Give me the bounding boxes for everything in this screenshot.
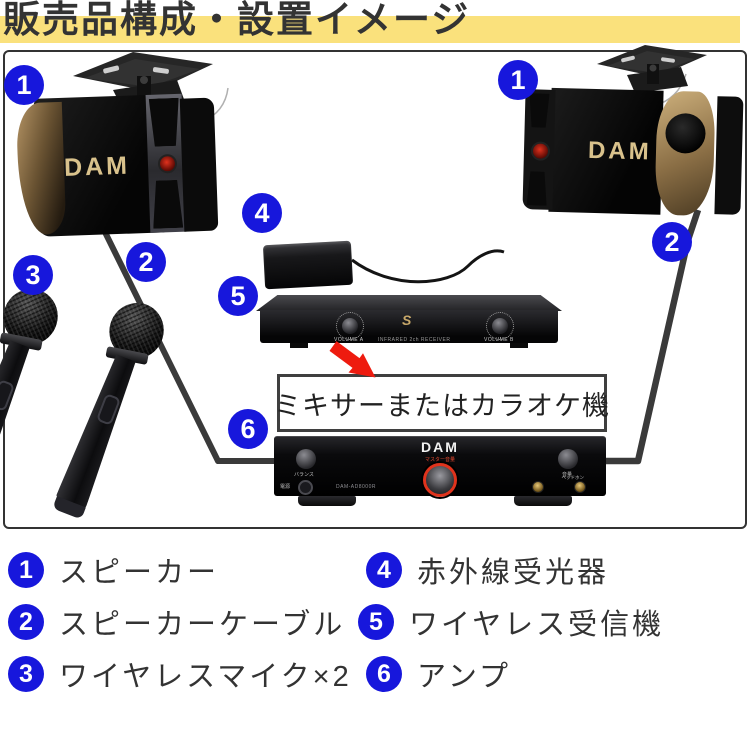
amp-headphone-jack-2 xyxy=(574,481,586,493)
receiver-foot xyxy=(510,343,528,348)
speaker-emblem xyxy=(530,141,551,161)
speaker-mesh xyxy=(527,171,548,206)
speaker-woofer xyxy=(664,112,707,154)
speaker-emblem xyxy=(157,153,178,174)
legend-badge-6: 6 xyxy=(366,656,402,692)
speaker-bronze-edge xyxy=(15,101,67,236)
mixer-karaoke-label: ミキサーまたはカラオケ機 xyxy=(274,390,610,421)
amp-headphone-label: ヘッドホン xyxy=(561,475,585,480)
receiver-brand-logo: S xyxy=(402,312,412,328)
wireless-receiver-unit: VOLUME A VOLUME B S INFRARED 2ch RECEIVE… xyxy=(256,295,562,351)
badge-amplifier: 6 xyxy=(228,409,268,449)
badge-cable-left: 2 xyxy=(126,242,166,282)
badge-speaker-right: 1 xyxy=(498,60,538,100)
speaker-side-panel xyxy=(714,96,744,215)
badge-microphones: 3 xyxy=(13,255,53,295)
legend-label-speaker-cable: スピーカーケーブル xyxy=(59,609,346,641)
legend-label-ir-receiver: 赤外線受光器 xyxy=(417,557,610,589)
amp-foot xyxy=(514,496,572,506)
amp-power-button xyxy=(298,480,313,495)
amp-balance-knob xyxy=(296,449,316,469)
title-highlight-band xyxy=(0,16,740,43)
amp-master-volume-knob xyxy=(423,463,457,497)
amp-model-text: DAM-AD8000R xyxy=(336,484,376,490)
speaker-left: DAM xyxy=(15,93,219,238)
amp-volume-label: 音量 xyxy=(561,472,572,478)
amp-brand-logo: DAM xyxy=(421,439,459,455)
volume-a-knob xyxy=(336,312,364,340)
legend-badge-1: 1 xyxy=(8,552,44,588)
speaker-side-panel xyxy=(179,97,219,232)
badge-cable-right: 2 xyxy=(652,222,692,262)
volume-a-label: VOLUME A xyxy=(334,337,364,343)
amp-foot xyxy=(298,496,356,506)
amp-master-volume-label: マスター音量 xyxy=(424,457,456,463)
legend-item-amplifier: 6 アンプ xyxy=(366,656,511,693)
amp-volume-knob xyxy=(558,449,578,469)
amplifier: DAM マスター音量 バランス 電源 DAM-AD8000R 音量 ヘッドホン xyxy=(274,436,606,506)
legend-item-wireless-mic: 3 ワイヤレスマイク×2 xyxy=(8,656,352,693)
legend-label-amplifier: アンプ xyxy=(417,661,511,693)
badge-ir-receiver: 4 xyxy=(242,193,282,233)
mixer-karaoke-box: ミキサーまたはカラオケ機 xyxy=(274,374,610,432)
speaker-mesh xyxy=(152,180,184,229)
speaker-brand-logo: DAM xyxy=(587,136,653,166)
legend-badge-5: 5 xyxy=(358,604,394,640)
speaker-brand-logo: DAM xyxy=(63,151,131,182)
legend-item-speaker: 1 スピーカー xyxy=(8,552,220,589)
volume-b-label: VOLUME B xyxy=(484,337,514,343)
legend-label-wireless-receiver: ワイヤレス受信機 xyxy=(409,609,665,641)
amp-headphone-jack-1 xyxy=(532,481,544,493)
infrared-receiver xyxy=(262,240,354,290)
page-title: 販売品構成・設置イメージ xyxy=(3,0,471,40)
badge-wireless-receiver: 5 xyxy=(218,276,258,316)
receiver-top-face xyxy=(256,295,562,311)
legend-badge-4: 4 xyxy=(366,552,402,588)
speaker-edge-panel xyxy=(522,89,556,210)
badge-speaker-left: 1 xyxy=(4,65,44,105)
receiver-model-text: INFRARED 2ch RECEIVER xyxy=(378,337,451,343)
legend-label-wireless-mic: ワイヤレスマイク×2 xyxy=(59,661,352,693)
legend-badge-3: 3 xyxy=(8,656,44,692)
amp-power-label: 電源 xyxy=(280,484,291,490)
legend-item-speaker-cable: 2 スピーカーケーブル xyxy=(8,604,346,641)
legend-item-ir-receiver: 4 赤外線受光器 xyxy=(366,552,610,589)
amp-balance-label: バランス xyxy=(294,472,314,478)
legend-item-wireless-receiver: 5 ワイヤレス受信機 xyxy=(358,604,665,641)
speaker-mesh xyxy=(149,98,181,147)
speaker-right: DAM xyxy=(522,87,744,217)
receiver-foot xyxy=(290,343,308,348)
speaker-mesh xyxy=(529,93,550,128)
speaker-gold-panel xyxy=(654,90,716,217)
legend-label-speaker: スピーカー xyxy=(59,557,220,589)
volume-b-knob xyxy=(486,312,514,340)
legend-badge-2: 2 xyxy=(8,604,44,640)
receiver-front-panel: VOLUME A VOLUME B S INFRARED 2ch RECEIVE… xyxy=(260,310,558,343)
amp-body: DAM マスター音量 バランス 電源 DAM-AD8000R 音量 ヘッドホン xyxy=(274,436,606,497)
